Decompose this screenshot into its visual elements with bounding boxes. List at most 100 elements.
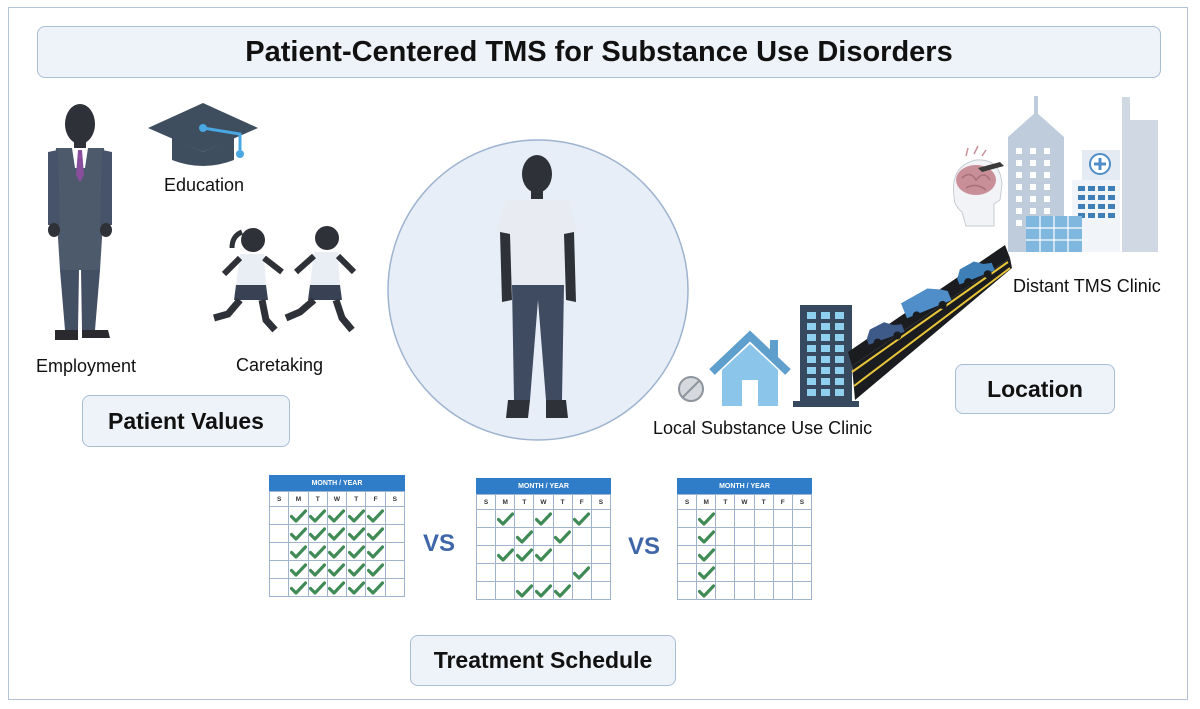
calendar-cell — [477, 582, 497, 600]
checkmark-icon — [534, 583, 552, 598]
calendar-day-header: S — [270, 492, 290, 507]
calendar-cell — [327, 579, 348, 597]
calendar-cell — [270, 525, 290, 543]
calendar-cell — [678, 510, 698, 528]
calendar-cell — [347, 507, 367, 525]
calendar-day-header: T — [553, 495, 573, 510]
checkmark-icon — [328, 508, 346, 523]
calendar-cell — [496, 528, 516, 546]
calendar-cell — [792, 510, 812, 528]
calendar-cell — [515, 510, 535, 528]
calendar-cell — [270, 561, 290, 579]
calendar-cell — [697, 510, 717, 528]
window — [821, 378, 830, 385]
checkmark-icon — [289, 508, 307, 523]
window — [1044, 160, 1050, 166]
calendar-cell — [591, 564, 611, 582]
calendar-cell — [385, 543, 405, 561]
checkmark-icon — [309, 526, 327, 541]
calendar-cell — [773, 546, 793, 564]
calendar-cell — [716, 546, 736, 564]
vs-label: VS — [628, 533, 661, 560]
window — [1016, 148, 1022, 154]
calendar-cell — [572, 582, 592, 600]
calendar-cell — [385, 579, 405, 597]
calendar-cell — [553, 510, 573, 528]
window — [821, 356, 830, 363]
checkmark-icon — [697, 547, 715, 562]
education-label: Education — [164, 175, 245, 195]
checkmark-icon — [347, 508, 365, 523]
calendar-cell — [327, 507, 348, 525]
calendar-cell — [496, 564, 516, 582]
calendar-day-header: S — [385, 492, 405, 507]
calendar-cell — [534, 546, 554, 564]
calendar-cell — [591, 546, 611, 564]
checkmark-icon — [309, 508, 327, 523]
checkmark-icon — [347, 580, 365, 595]
treatment-schedule-label: Treatment Schedule — [433, 647, 653, 673]
calendar-cell — [735, 510, 755, 528]
checkmark-icon — [697, 565, 715, 580]
window — [807, 367, 816, 374]
calendar-cell — [591, 510, 611, 528]
calendar-cell — [308, 543, 328, 561]
window — [1088, 186, 1095, 191]
calendar-cell — [697, 546, 717, 564]
checkmark-icon — [367, 508, 385, 523]
checkmark-icon — [515, 529, 533, 544]
calendar-day-header: S — [591, 495, 611, 510]
calendar-header: MONTH / YEAR — [476, 478, 611, 494]
checkmark-icon — [347, 544, 365, 559]
calendar-cell — [534, 528, 554, 546]
calendar-cell — [678, 582, 698, 600]
checkmark-icon — [289, 580, 307, 595]
calendar-cell — [754, 528, 774, 546]
window — [1044, 172, 1050, 178]
checkmark-icon — [697, 583, 715, 598]
checkmark-icon — [697, 511, 715, 526]
calendar-cell — [678, 528, 698, 546]
clinic-building-icon — [793, 305, 859, 407]
calendar-cell — [773, 528, 793, 546]
calendar-cell — [270, 507, 290, 525]
calendar-cell — [572, 546, 592, 564]
calendar-cell — [347, 579, 367, 597]
window — [1030, 160, 1036, 166]
window — [1030, 184, 1036, 190]
calendar-cell — [697, 582, 717, 600]
calendar-cell — [477, 564, 497, 582]
calendar-cell — [792, 582, 812, 600]
calendar-cell — [289, 561, 309, 579]
calendar-cell — [270, 579, 290, 597]
tms-head-icon — [952, 145, 1004, 227]
checkmark-icon — [554, 583, 572, 598]
calendar-day-header: W — [735, 495, 755, 510]
checkmark-icon — [573, 565, 591, 580]
checkmark-icon — [496, 511, 514, 526]
calendar-cell — [385, 507, 405, 525]
calendar-cell — [754, 582, 774, 600]
window — [1016, 160, 1022, 166]
window — [1098, 213, 1105, 218]
calendar-cell — [289, 543, 309, 561]
calendar-cell — [553, 546, 573, 564]
window — [1030, 148, 1036, 154]
window — [807, 345, 816, 352]
calendar-cell — [270, 543, 290, 561]
window — [1030, 172, 1036, 178]
window — [1088, 195, 1095, 200]
outer-frame — [8, 7, 1188, 700]
calendar-cell — [327, 525, 348, 543]
calendar-cell — [366, 579, 386, 597]
window — [1078, 186, 1085, 191]
calendar-cell — [754, 510, 774, 528]
window — [807, 323, 816, 330]
checkmark-icon — [328, 544, 346, 559]
calendar-cell — [496, 510, 516, 528]
window — [1044, 196, 1050, 202]
